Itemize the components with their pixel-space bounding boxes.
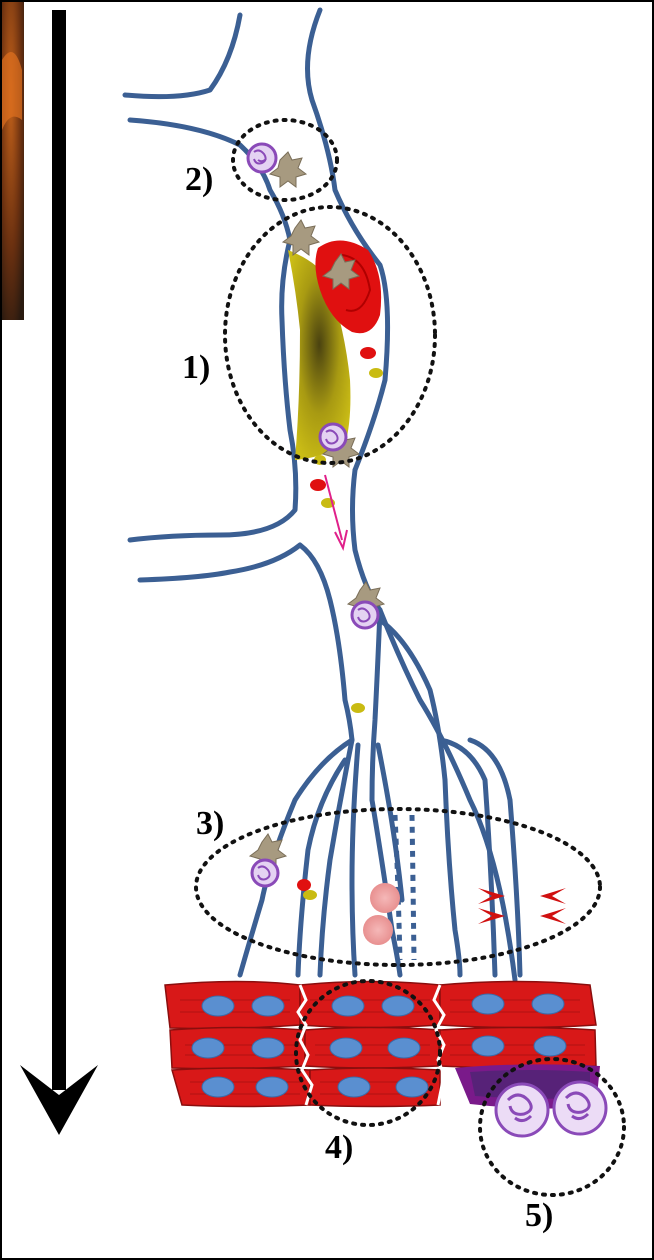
label-4: 4): [325, 1129, 353, 1166]
label-2: 2): [185, 161, 213, 198]
photo-inset: [2, 2, 24, 320]
label-1: 1): [182, 349, 210, 386]
label-3: 3): [196, 805, 224, 842]
label-5: 5): [525, 1197, 553, 1234]
